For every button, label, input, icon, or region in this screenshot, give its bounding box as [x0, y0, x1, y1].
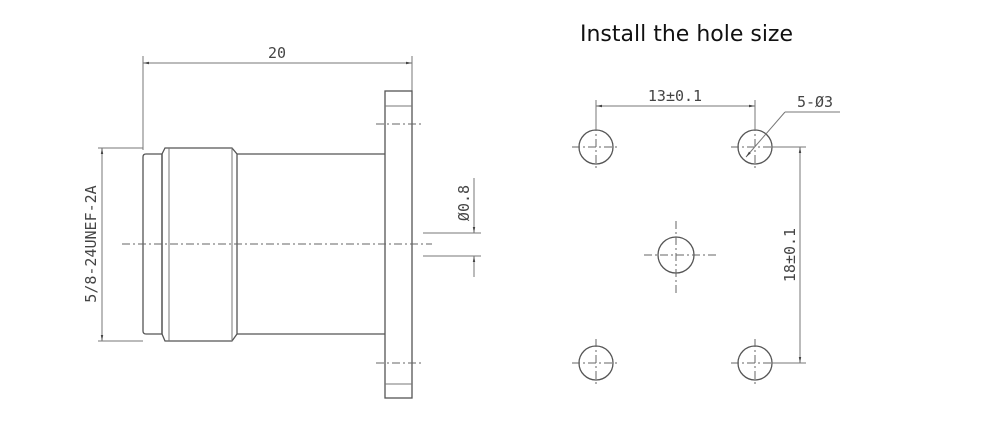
hole: [572, 123, 620, 171]
mounting-hole-pattern: 13±0.1 5-Ø3 18±0.1: [572, 87, 840, 387]
hole: [572, 339, 620, 387]
hole-callout-label: 5-Ø3: [797, 93, 833, 111]
page-title: Install the hole size: [580, 22, 793, 47]
connector-side-view: 20 5/8-24UNEF-2A Ø0.8: [82, 44, 481, 399]
thread-front-chamfer: [142, 153, 163, 335]
hole: [644, 221, 718, 295]
thread-spec-label: 5/8-24UNEF-2A: [82, 185, 100, 302]
hole: [731, 339, 779, 387]
horizontal-spacing-label: 13±0.1: [648, 87, 702, 105]
pin-diameter-label: Ø0.8: [455, 185, 473, 221]
connector-body: [237, 153, 385, 335]
length-label: 20: [268, 44, 286, 62]
vertical-spacing-label: 18±0.1: [781, 228, 799, 282]
